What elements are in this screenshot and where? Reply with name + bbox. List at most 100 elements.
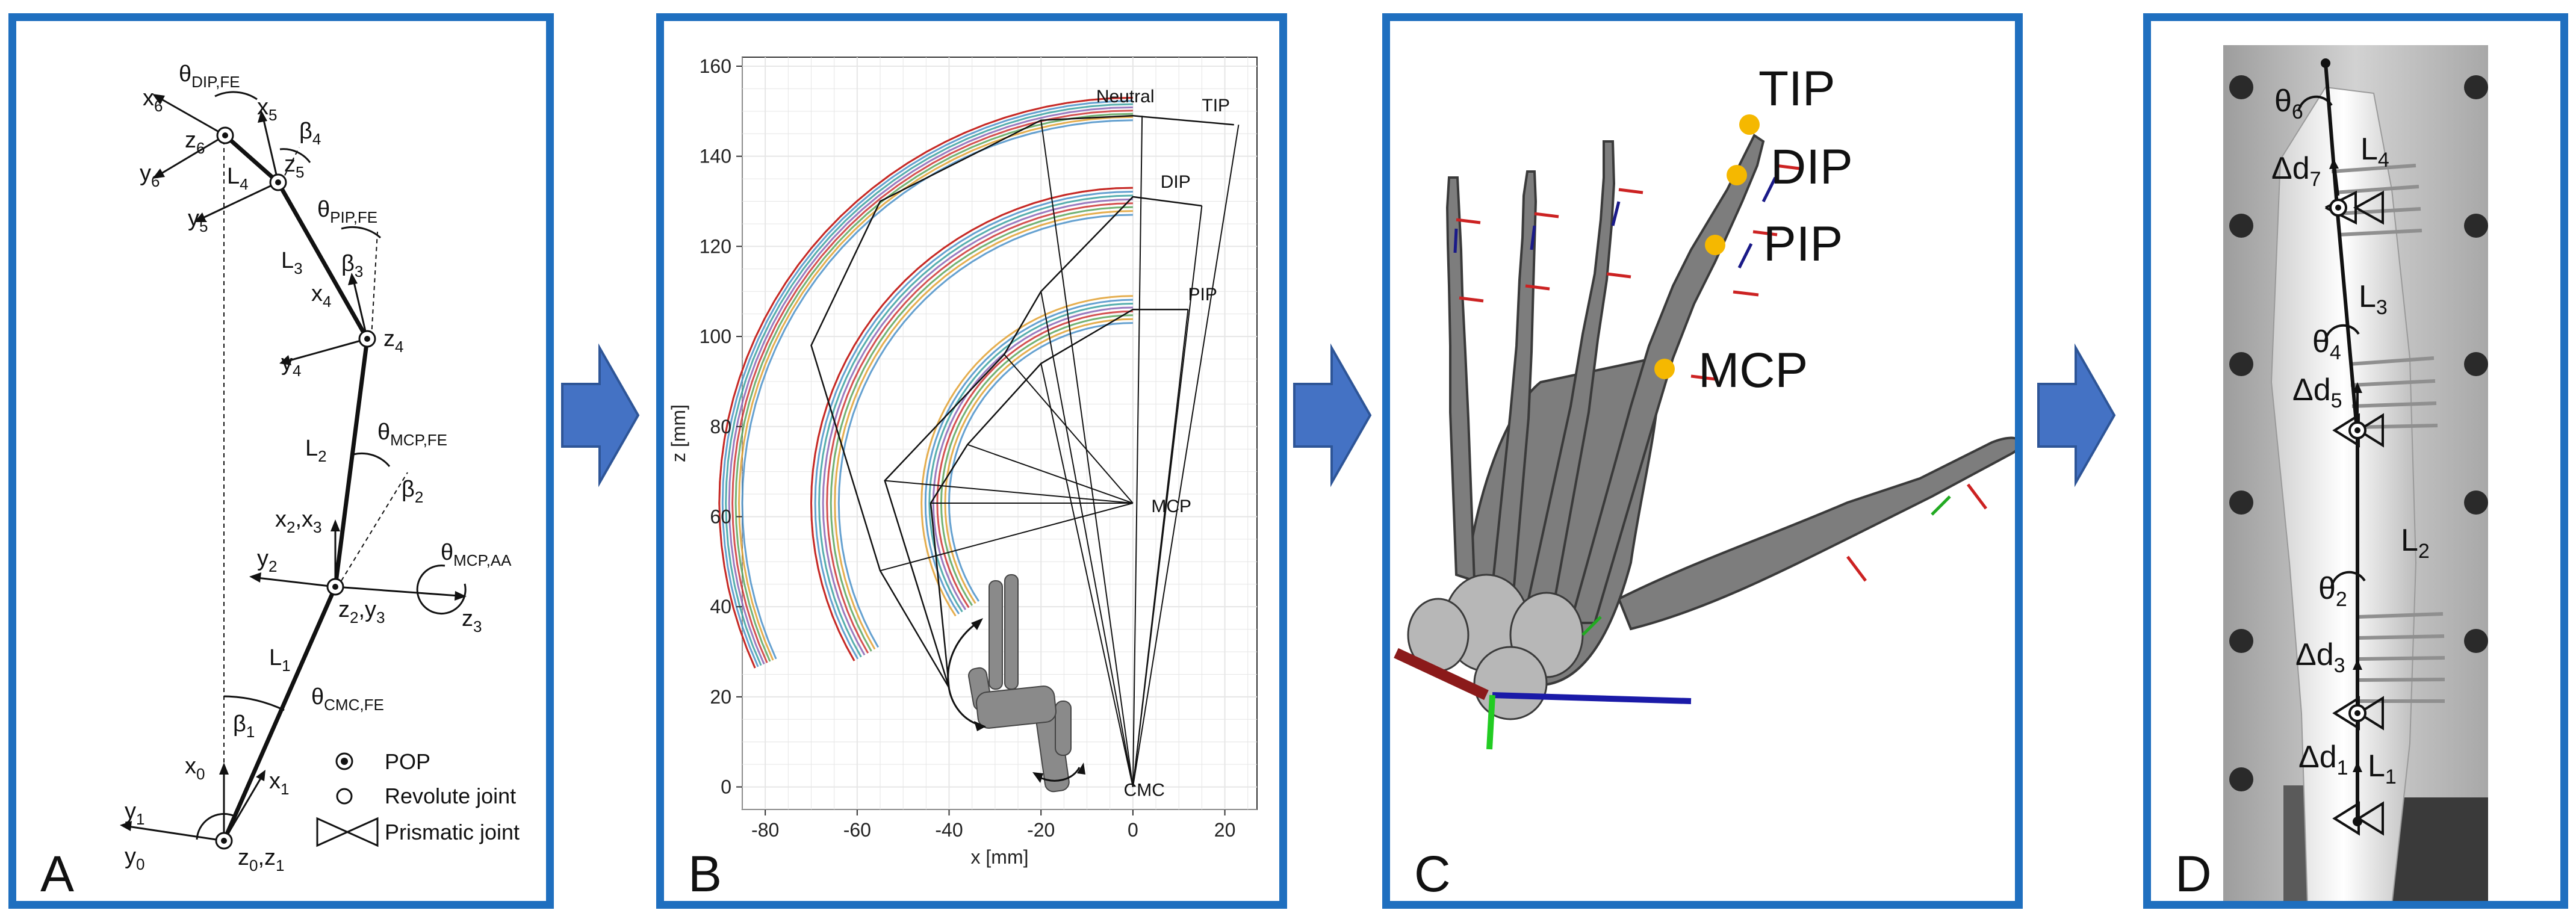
svg-text:θDIP,FE: θDIP,FE bbox=[179, 61, 240, 91]
label-theta4: θ bbox=[2312, 324, 2330, 359]
label-x0: x bbox=[185, 753, 196, 779]
arrow-right-icon bbox=[2037, 343, 2116, 487]
label-y1: y bbox=[125, 799, 136, 824]
label-x6: x bbox=[143, 85, 154, 111]
sub-x3: 3 bbox=[313, 518, 321, 536]
sub-z5: 5 bbox=[296, 163, 304, 181]
svg-text:Δd3: Δd3 bbox=[2295, 637, 2345, 677]
sub-x0: 0 bbox=[196, 765, 205, 783]
sub-y5: 5 bbox=[199, 217, 208, 235]
label-dd3: Δd bbox=[2295, 637, 2334, 672]
sub-z4: 4 bbox=[395, 338, 403, 356]
sub-x6: 6 bbox=[154, 97, 163, 115]
y-tick-label: 0 bbox=[721, 776, 731, 798]
workspace-arc bbox=[837, 214, 1133, 648]
label-y5: y bbox=[188, 206, 199, 231]
sub-theta-pip: PIP,FE bbox=[330, 208, 377, 226]
workspace-arc bbox=[944, 318, 1133, 604]
y-tick-label: 100 bbox=[700, 326, 731, 347]
label-y0: y bbox=[125, 844, 136, 869]
svg-text:β3: β3 bbox=[341, 251, 363, 280]
point-label-dip: DIP bbox=[1161, 172, 1191, 192]
sub-z1: 1 bbox=[276, 856, 284, 874]
sub-x1: 1 bbox=[281, 780, 289, 798]
workspace-arc bbox=[741, 119, 1133, 660]
label-y3: ,y bbox=[358, 597, 376, 622]
sub-y4: 4 bbox=[293, 362, 301, 380]
ray-line bbox=[1132, 116, 1143, 787]
svg-text:θMCP,AA: θMCP,AA bbox=[441, 540, 512, 569]
x-tick-label: -40 bbox=[935, 819, 963, 841]
sub-dd3: 3 bbox=[2334, 654, 2345, 677]
svg-text:L4: L4 bbox=[227, 164, 249, 193]
workspace-boundary bbox=[810, 187, 1133, 661]
y-axis-label: z [mm] bbox=[668, 404, 689, 462]
label-z3: z bbox=[462, 606, 473, 631]
svg-text:β1: β1 bbox=[233, 711, 255, 741]
trajectory-line bbox=[930, 308, 1188, 688]
point-label-pip: PIP bbox=[1188, 285, 1217, 305]
pip-joint-marker bbox=[1705, 235, 1725, 255]
sub-l4: 4 bbox=[2378, 149, 2389, 172]
svg-text:β2: β2 bbox=[402, 477, 423, 506]
panel-c-letter: C bbox=[1414, 846, 1451, 902]
svg-text:y1: y1 bbox=[125, 799, 144, 828]
label-beta2: β bbox=[402, 477, 415, 502]
sub-theta2: 2 bbox=[2336, 588, 2347, 611]
label-beta3: β bbox=[341, 251, 355, 276]
label-z6: z bbox=[185, 128, 196, 153]
x-tick-label: 0 bbox=[1128, 819, 1138, 841]
x-tick-label: -20 bbox=[1027, 819, 1055, 841]
ray-line bbox=[880, 503, 1134, 572]
workspace-arc bbox=[721, 100, 1133, 667]
sub-y2: 2 bbox=[268, 557, 277, 575]
svg-text:θ2: θ2 bbox=[2318, 571, 2347, 611]
sub-beta1: 1 bbox=[246, 723, 255, 741]
sub-l1: 1 bbox=[282, 657, 290, 675]
panel-b-letter: B bbox=[688, 846, 722, 902]
workspace-arc bbox=[818, 194, 1133, 658]
kinematic-diagram: x6 z6 y6 θDIP,FE x5 β4 z5 L4 y5 θPIP,FE … bbox=[120, 61, 520, 874]
trajectory-line bbox=[810, 115, 1234, 688]
svg-text:L1: L1 bbox=[2368, 749, 2397, 788]
label-y2: y bbox=[257, 546, 268, 571]
arrow-right-icon bbox=[1293, 343, 1372, 487]
label-x1: x bbox=[269, 769, 281, 794]
label-dd1: Δd bbox=[2298, 740, 2337, 775]
sub-x4: 4 bbox=[323, 292, 331, 311]
sub-x5: 5 bbox=[268, 106, 277, 124]
workspace-arc bbox=[834, 210, 1133, 650]
workspace-arc bbox=[932, 306, 1133, 610]
workspace-arc bbox=[936, 310, 1133, 608]
sub-l2: 2 bbox=[318, 447, 326, 465]
label-tip: TIP bbox=[1758, 61, 1836, 116]
svg-text:x6: x6 bbox=[143, 85, 163, 115]
sub-dd1: 1 bbox=[2337, 756, 2348, 779]
x-tick-label: -60 bbox=[843, 819, 871, 841]
sub-y6: 6 bbox=[151, 172, 160, 190]
svg-text:θPIP,FE: θPIP,FE bbox=[317, 197, 377, 226]
workspace-arc bbox=[948, 322, 1133, 602]
svg-text:z5: z5 bbox=[284, 152, 304, 181]
label-beta4: β bbox=[299, 119, 312, 144]
label-l2: L bbox=[2401, 523, 2418, 558]
y-tick-label: 120 bbox=[700, 235, 731, 257]
ray-line bbox=[1040, 291, 1134, 787]
svg-text:x5: x5 bbox=[257, 94, 277, 124]
label-theta-mcp-aa: θ bbox=[441, 540, 453, 565]
workspace-arc bbox=[822, 198, 1133, 656]
svg-text:y0: y0 bbox=[125, 844, 144, 873]
svg-text:x2,x3: x2,x3 bbox=[275, 507, 322, 536]
ray-line bbox=[884, 480, 1133, 504]
sub-dd5: 5 bbox=[2331, 389, 2342, 412]
sub-l2: 2 bbox=[2418, 540, 2430, 563]
panel-d-letter: D bbox=[2175, 846, 2212, 902]
point-label-mcp: MCP bbox=[1151, 497, 1191, 516]
label-theta-pip: θ bbox=[317, 197, 330, 222]
sub-beta4: 4 bbox=[312, 130, 321, 148]
point-label-cmc: CMC bbox=[1124, 781, 1165, 800]
x-axis-label: x [mm] bbox=[971, 846, 1029, 868]
svg-text:θ6: θ6 bbox=[2274, 84, 2303, 123]
svg-text:y4: y4 bbox=[281, 350, 301, 380]
workspace-arc bbox=[830, 206, 1133, 652]
